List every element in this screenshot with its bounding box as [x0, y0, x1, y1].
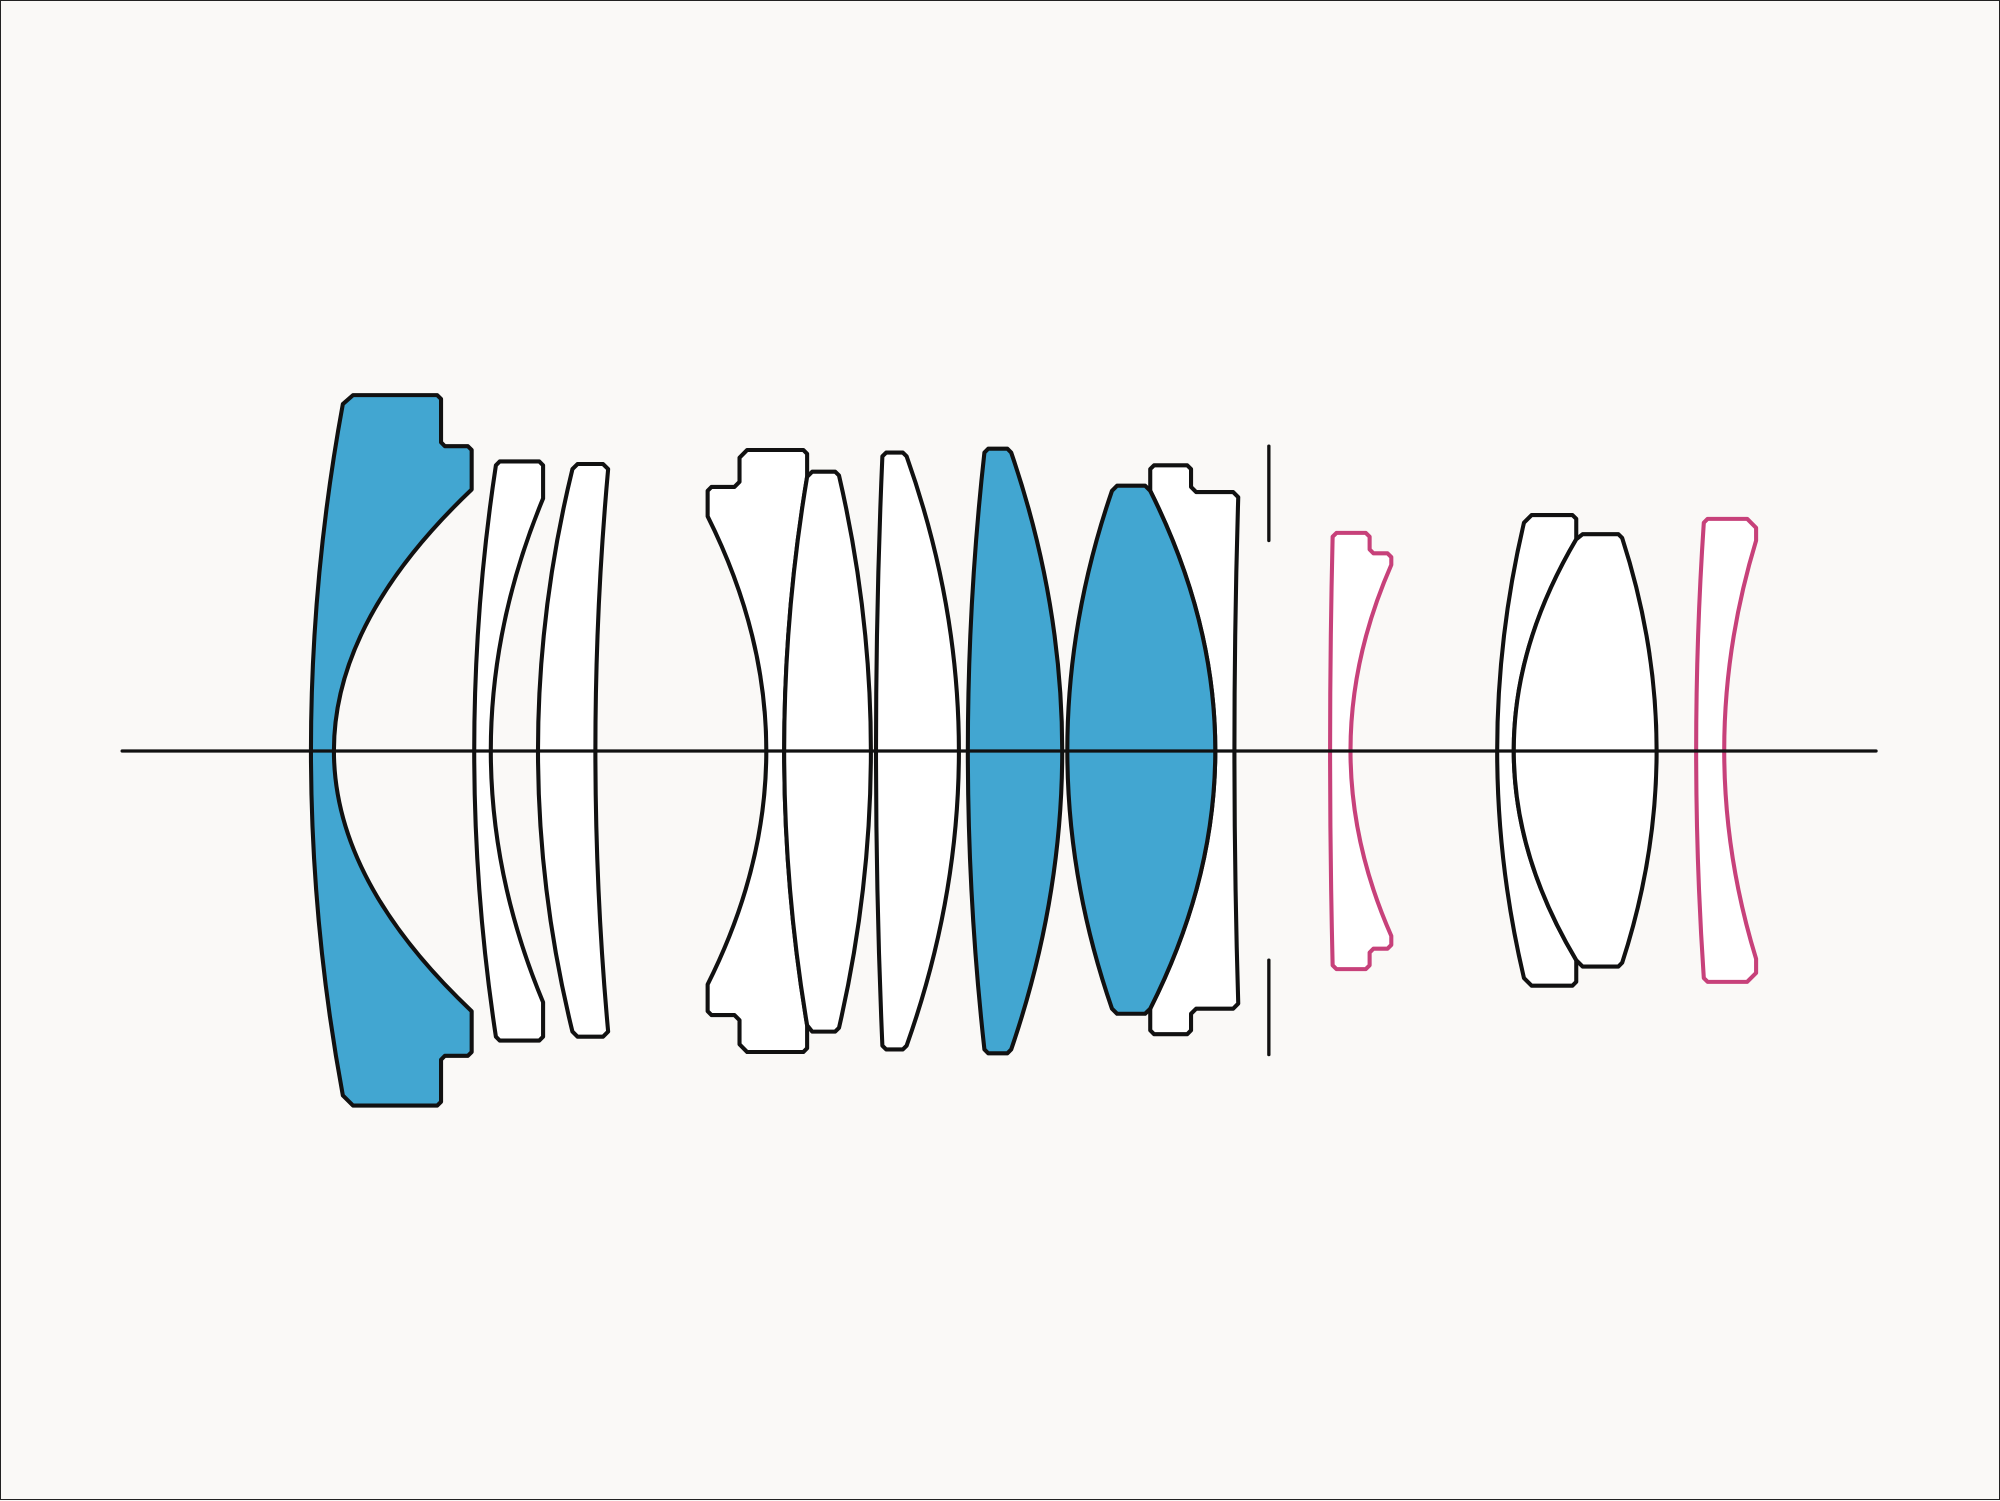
lens-element-13-aspherical	[1694, 516, 1759, 984]
lens-element-10-aspherical	[1328, 530, 1394, 972]
lens-element-1	[308, 393, 474, 1108]
lens-element-2	[472, 459, 546, 1043]
